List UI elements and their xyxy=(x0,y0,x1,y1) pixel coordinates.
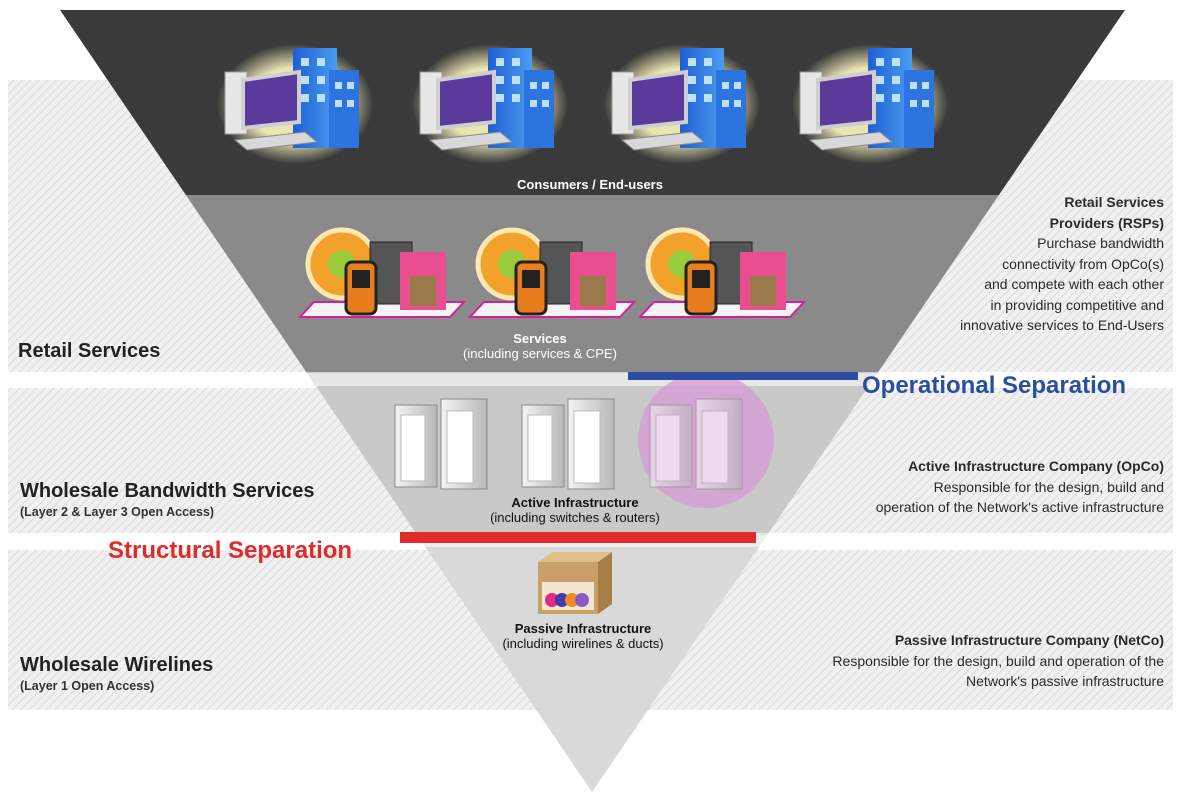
rsp-line: and compete with each other xyxy=(984,276,1164,292)
rsp-line: Purchase bandwidth xyxy=(1037,235,1164,251)
rsp-title-line2: Providers (RSPs) xyxy=(1049,214,1164,231)
operational-separation-line xyxy=(628,372,858,380)
netco-line: Network's passive infrastructure xyxy=(966,673,1164,689)
service-icons xyxy=(297,227,807,318)
netco-title: Passive Infrastructure Company (NetCo) xyxy=(894,632,1164,648)
netco-line: Responsible for the design, build and op… xyxy=(832,652,1164,669)
computer-with-buildings-icon xyxy=(217,44,373,164)
active-title: Active Infrastructure xyxy=(511,495,639,510)
services-subtitle: (including services & CPE) xyxy=(463,346,617,361)
passive-layer-label: Passive Infrastructure (including wireli… xyxy=(438,621,728,651)
computer-with-buildings-icon xyxy=(792,44,948,164)
shopping-bags-and-phone-icon xyxy=(637,227,807,318)
passive-subtitle: (including wirelines & ducts) xyxy=(502,636,664,651)
consumers-layer xyxy=(60,10,1125,195)
wholesale-wirelines-title: Wholesale Wirelines xyxy=(20,654,214,676)
active-layer-label: Active Infrastructure (including switche… xyxy=(430,495,720,525)
rsp-line: connectivity from OpCo(s) xyxy=(1002,255,1164,272)
opco-line: operation of the Network's active infras… xyxy=(875,499,1164,515)
wholesale-wirelines-label: Wholesale Wirelines (Layer 1 Open Access… xyxy=(20,654,213,693)
opco-title: Active Infrastructure Company (OpCo) xyxy=(908,458,1164,474)
structural-separation-line xyxy=(400,532,756,543)
rsp-description: Retail Services Providers (RSPs) Purchas… xyxy=(834,192,1164,336)
netco-description: Passive Infrastructure Company (NetCo) R… xyxy=(724,630,1164,692)
wholesale-bandwidth-label: Wholesale Bandwidth Services (Layer 2 & … xyxy=(20,480,315,519)
services-title: Services xyxy=(513,331,567,346)
retail-band-title: Retail Services xyxy=(18,340,161,362)
computer-with-buildings-icon xyxy=(604,44,760,164)
rsp-title-line1: Retail Services xyxy=(1064,194,1164,210)
active-subtitle: (including switches & routers) xyxy=(490,510,660,525)
retail-band-label: Retail Services xyxy=(18,340,160,363)
consumers-title: Consumers / End-users xyxy=(517,177,663,192)
wholesale-wirelines-subtitle: (Layer 1 Open Access) xyxy=(20,679,155,693)
cable-duct-icon xyxy=(538,552,612,614)
opco-line: Responsible for the design, build and xyxy=(933,478,1164,495)
passive-title: Passive Infrastructure xyxy=(514,621,652,636)
consumer-icons xyxy=(217,44,948,164)
operational-separation-label: Operational Separation xyxy=(862,372,1127,399)
rsp-line: innovative services to End-Users xyxy=(960,317,1164,333)
structural-separation-label: Structural Separation xyxy=(108,537,353,564)
server-rack-icon xyxy=(649,398,743,490)
consumers-layer-label: Consumers / End-users xyxy=(430,177,750,192)
wholesale-bandwidth-subtitle: (Layer 2 & Layer 3 Open Access) xyxy=(20,505,215,519)
services-layer-label: Services (including services & CPE) xyxy=(400,331,680,361)
active-infrastructure-icons xyxy=(394,372,774,508)
shopping-bags-and-phone-icon xyxy=(467,227,637,318)
wholesale-bandwidth-title: Wholesale Bandwidth Services xyxy=(20,480,315,502)
rsp-line: in providing competitive and xyxy=(990,296,1164,313)
server-rack-icon xyxy=(394,398,488,490)
shopping-bags-and-phone-icon xyxy=(297,227,467,318)
server-rack-icon xyxy=(521,398,615,490)
opco-description: Active Infrastructure Company (OpCo) Res… xyxy=(744,456,1164,518)
computer-with-buildings-icon xyxy=(412,44,568,164)
